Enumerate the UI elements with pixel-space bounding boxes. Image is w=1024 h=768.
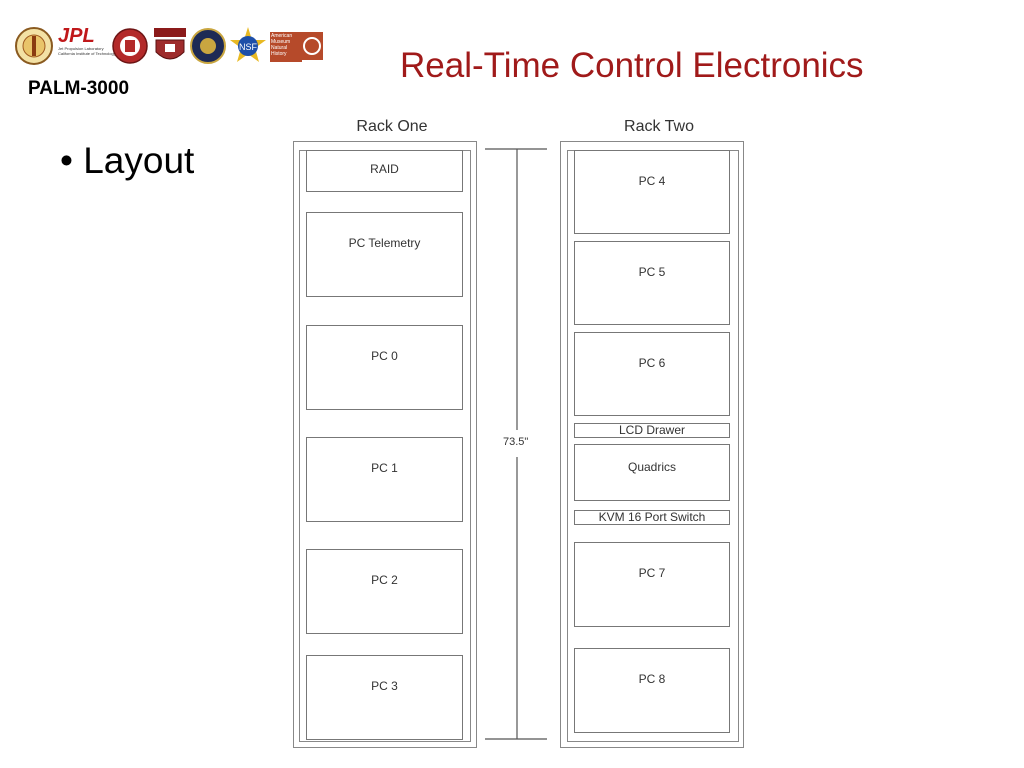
rack-two-label: Rack Two bbox=[624, 118, 694, 135]
rack-unit-label: PC 7 bbox=[638, 566, 666, 581]
rack-unit: PC 0 bbox=[306, 325, 463, 410]
bullet-item: • Layout bbox=[60, 140, 195, 181]
rack-unit: PC 2 bbox=[306, 549, 463, 634]
jpl-text: JPL bbox=[58, 25, 95, 47]
rack-one-label: Rack One bbox=[356, 118, 428, 135]
rack-unit-label: PC 2 bbox=[371, 573, 398, 588]
nsf-logo: NSF bbox=[228, 26, 268, 66]
rack-unit: PC 8 bbox=[574, 648, 730, 733]
rack-unit: LCD Drawer bbox=[574, 423, 730, 438]
rack-unit-label: PC Telemetry bbox=[348, 236, 421, 251]
rack-unit-label: PC 3 bbox=[371, 679, 398, 694]
amnh-logo: American Museum Natural History bbox=[270, 26, 324, 66]
rack-unit-label: PC 1 bbox=[371, 461, 398, 476]
rack-unit: PC 4 bbox=[574, 150, 730, 234]
svg-text:NSF: NSF bbox=[239, 42, 258, 52]
rack-unit: PC Telemetry bbox=[306, 212, 463, 297]
amnh-text: American Museum Natural History bbox=[270, 32, 302, 62]
rack-unit-label: PC 8 bbox=[638, 672, 666, 687]
jpl-logo: JPL Jet Propulsion Laboratory California… bbox=[58, 25, 116, 66]
height-dimension-line bbox=[485, 148, 547, 740]
project-label: PALM-3000 bbox=[28, 78, 130, 99]
caltech-logo bbox=[14, 26, 54, 66]
height-dimension-label: 73.5" bbox=[503, 436, 529, 448]
seal-icon bbox=[152, 26, 188, 66]
cornell-seal bbox=[112, 26, 148, 66]
rack-unit: PC 6 bbox=[574, 332, 730, 416]
rack-unit: Quadrics bbox=[574, 444, 730, 501]
rack-unit-label: Quadrics bbox=[627, 460, 677, 475]
rack-unit-label: PC 6 bbox=[638, 355, 666, 370]
rack-unit: RAID bbox=[306, 150, 463, 192]
rack-unit: KVM 16 Port Switch bbox=[574, 510, 730, 525]
rack-unit: PC 7 bbox=[574, 542, 730, 627]
rack-unit: PC 3 bbox=[306, 655, 463, 740]
jpl-subtitle: Jet Propulsion Laboratory California Ins… bbox=[58, 46, 116, 56]
crest-icon bbox=[190, 26, 226, 66]
page-title: Real-Time Control Electronics bbox=[400, 46, 864, 85]
rack-unit: PC 5 bbox=[574, 241, 730, 325]
rack-unit-label: PC 0 bbox=[371, 349, 398, 364]
rack-unit-label: PC 4 bbox=[638, 173, 666, 188]
rack-unit: PC 1 bbox=[306, 437, 463, 522]
rack-unit-label: PC 5 bbox=[638, 264, 666, 279]
